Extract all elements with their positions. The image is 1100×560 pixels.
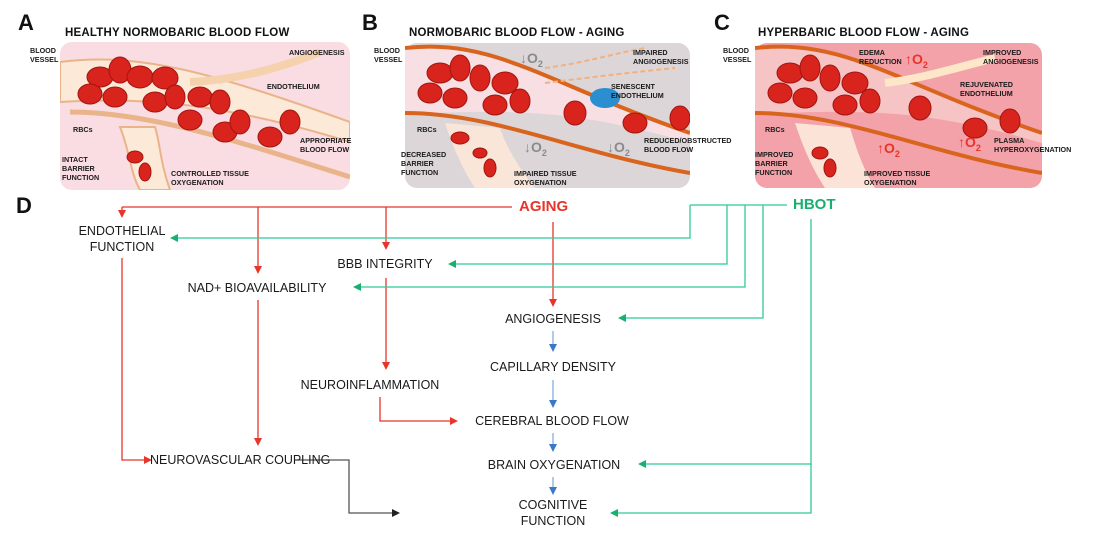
panel-b-letter: B [362, 10, 378, 35]
edge-nvc-cognitive [297, 459, 400, 517]
node-cognitive-function: COGNITIVE FUNCTION [518, 498, 588, 528]
panel-a-letter: A [18, 10, 34, 35]
node-angiogenesis: ANGIOGENESIS [505, 312, 601, 326]
panel-b-barrier-label: DECREASED BARRIER FUNCTION [401, 150, 447, 177]
panel-c-letter: C [714, 10, 730, 35]
panel-a-vessel-label: BLOOD VESSEL [30, 46, 59, 64]
node-bbb-integrity: BBB INTEGRITY [337, 257, 433, 271]
panel-c-angiogenesis-label: IMPROVED ANGIOGENESIS [983, 48, 1039, 66]
panel-a-oxygenation-label: CONTROLLED TISSUE OXYGENATION [171, 169, 249, 187]
node-neuroinflammation: NEUROINFLAMMATION [300, 378, 440, 392]
node-neurovascular-coupling: NEUROVASCULAR COUPLING [150, 453, 331, 467]
panel-c-o2-increase-right: ↑O2 [958, 134, 981, 153]
panel-c-vessel-label: BLOOD VESSEL [723, 46, 752, 64]
edge-neuroinflammation-cbf [379, 397, 458, 425]
edge-hbot-brain-oxygenation [638, 219, 812, 468]
node-cerebral-blood-flow: CEREBRAL BLOOD FLOW [475, 414, 629, 428]
panel-c-plasma-label: PLASMA HYPEROXYGENATION [994, 136, 1072, 154]
panel-b-rbcs-label: RBCs [417, 125, 437, 134]
panel-c-rbcs-label: RBCs [765, 125, 785, 134]
panel-a-angiogenesis-label: ANGIOGENESIS [289, 48, 345, 57]
edge-hbot-cognitive [610, 464, 812, 517]
panel-c-o2-increase-middle: ↑O2 [877, 140, 900, 159]
source-hbot: HBOT [793, 196, 836, 213]
node-brain-oxygenation: BRAIN OXYGENATION [487, 458, 621, 472]
panel-b-o2-decrease-right: ↓O2 [607, 139, 630, 158]
node-endothelial-function: ENDOTHELIAL FUNCTION [78, 224, 166, 254]
edge-hbot-bbb [448, 205, 728, 268]
panel-b-o2-decrease-middle: ↓O2 [524, 139, 547, 158]
edge-hbot-endothelial [170, 205, 691, 242]
panel-c-illustration [755, 43, 1042, 188]
panel-c-o2-increase-top: ↑O2 [905, 51, 928, 70]
edge-hbot-nad [353, 205, 746, 291]
panel-b-angiogenesis-label: IMPAIRED ANGIOGENESIS [633, 48, 689, 66]
panel-a-flow-label: APPROPRIATE BLOOD FLOW [300, 136, 352, 154]
panel-d-letter: D [16, 193, 32, 218]
panel-b-illustration [405, 43, 690, 188]
source-aging: AGING [519, 198, 569, 215]
panel-a-rbcs-label: RBCs [73, 125, 93, 134]
edge-hbot-angiogenesis [618, 205, 764, 322]
panel-a-barrier-label: INTACT BARRIER FUNCTION [62, 155, 100, 182]
edge-endothelial-nvc [121, 258, 152, 464]
panel-b-oxygenation-label: IMPAIRED TISSUE OXYGENATION [514, 169, 577, 187]
panel-b-vessel-label: BLOOD VESSEL [374, 46, 403, 64]
panel-c-endothelium-label: REJUVENATED ENDOTHELIUM [960, 80, 1013, 98]
panel-a-endothelium-label: ENDOTHELIUM [267, 82, 320, 91]
panel-b-endothelium-label: SENESCENT ENDOTHELIUM [611, 82, 664, 100]
panel-c-barrier-label: IMPROVED BARRIER FUNCTION [755, 150, 794, 177]
panel-c-title: HYPERBARIC BLOOD FLOW - AGING [758, 27, 970, 39]
panel-b-flow-label: REDUCED/OBSTRUCTED BLOOD FLOW [644, 136, 732, 154]
panel-b-title: NORMOBARIC BLOOD FLOW - AGING [409, 27, 625, 39]
panel-a-illustration [60, 42, 350, 190]
node-nad-bioavailability: NAD+ BIOAVAILABILITY [187, 281, 327, 295]
panel-c-edema-label: EDEMA REDUCTION [859, 48, 902, 66]
panel-c-oxygenation-label: IMPROVED TISSUE OXYGENATION [864, 169, 931, 187]
panel-a-title: HEALTHY NORMOBARIC BLOOD FLOW [65, 27, 290, 39]
panel-b-o2-decrease-top: ↓O2 [520, 50, 543, 69]
node-capillary-density: CAPILLARY DENSITY [490, 360, 616, 374]
